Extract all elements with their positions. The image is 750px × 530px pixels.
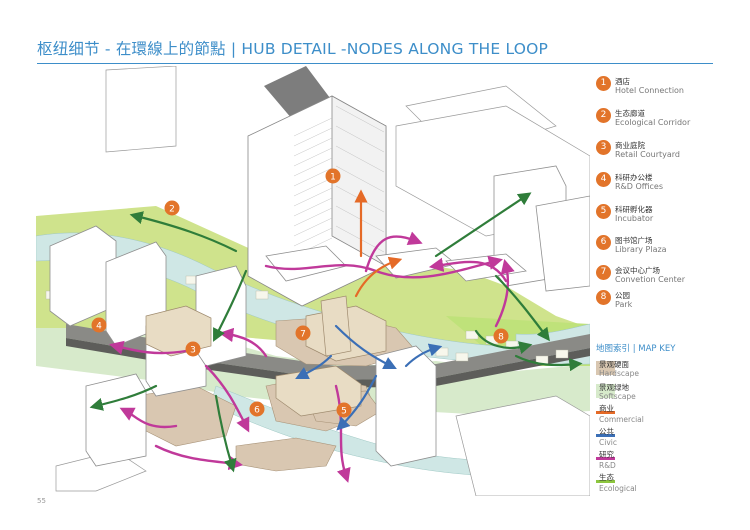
legend-cn: 会议中心广场 xyxy=(615,266,660,275)
legend-marker: 1 xyxy=(596,76,611,91)
key-en: R&D xyxy=(599,461,616,470)
key-en: Hardscape xyxy=(599,369,639,378)
ecological-routes xyxy=(89,192,583,473)
key-cn: 商业 xyxy=(599,404,614,413)
svg-text:8: 8 xyxy=(498,333,504,343)
key-en: Ecological xyxy=(599,484,637,493)
legend-en: R&D Offices xyxy=(615,182,664,191)
legend-cn: 酒店 xyxy=(615,77,630,86)
key-ecological: 生态 Ecological xyxy=(596,473,736,508)
marker-5: 5 xyxy=(336,402,352,418)
marker-4: 4 xyxy=(91,317,107,333)
legend-cn: 科研孵化器 xyxy=(615,205,653,214)
commercial-line-icon xyxy=(596,411,615,414)
legend-en: Incubator xyxy=(615,214,654,223)
legend-cn: 科研办公楼 xyxy=(615,173,653,182)
key-cn: 公共 xyxy=(599,427,614,436)
svg-text:4: 4 xyxy=(96,322,102,332)
legend-marker: 8 xyxy=(596,290,611,305)
marker-2: 2 xyxy=(164,200,180,216)
ecological-line-icon xyxy=(596,480,615,483)
svg-text:3: 3 xyxy=(190,346,196,356)
svg-text:6: 6 xyxy=(254,406,260,416)
legend-en: Park xyxy=(615,300,633,309)
legend-marker: 6 xyxy=(596,235,611,250)
key-cn: 生态 xyxy=(599,473,614,482)
elevated-rail xyxy=(66,324,590,388)
legend-cn: 商业庭院 xyxy=(615,141,645,150)
commercial-routes xyxy=(354,189,403,298)
key-hardscape: 景观硬面 Hardscape xyxy=(596,359,736,393)
softscape-swatch-icon xyxy=(596,384,615,398)
svg-text:2: 2 xyxy=(169,205,175,215)
legend-en: Retail Courtyard xyxy=(615,150,680,159)
key-cn: 景观硬面 xyxy=(599,360,629,369)
legend-cn: 图书馆广场 xyxy=(615,236,653,245)
hardscape-swatch-icon xyxy=(596,361,615,375)
key-commercial: 商业 Commercial xyxy=(596,404,736,439)
map-key-title: 地图索引 | MAP KEY xyxy=(596,344,676,354)
svg-text:7: 7 xyxy=(300,330,306,340)
title-divider xyxy=(37,63,713,64)
hub-axonometric-diagram: 1 2 3 4 5 6 7 8 xyxy=(36,66,590,496)
legend-en: Library Plaza xyxy=(615,245,667,254)
legend-marker: 7 xyxy=(596,265,611,280)
key-en: Civic xyxy=(599,438,617,447)
key-civic: 公共 Civic xyxy=(596,427,736,462)
page-title: 枢纽细节 - 在環線上的節點 | HUB DETAIL -NODES ALONG… xyxy=(37,40,549,58)
hotel-tower xyxy=(247,95,387,307)
svg-text:1: 1 xyxy=(330,173,336,183)
legend-marker: 2 xyxy=(596,108,611,123)
legend-marker: 3 xyxy=(596,140,611,155)
svg-text:5: 5 xyxy=(341,407,347,417)
legend-en: Ecological Corridor xyxy=(615,118,691,127)
legend-en: Convetion Center xyxy=(615,275,685,284)
key-en: Softscape xyxy=(599,392,636,401)
civic-routes xyxy=(295,324,443,431)
legend-marker: 5 xyxy=(596,204,611,219)
legend-marker: 4 xyxy=(596,172,611,187)
page-number: 55 xyxy=(37,497,46,505)
key-softscape: 景观绿地 Softscape xyxy=(596,382,736,416)
key-cn: 研究 xyxy=(599,450,614,459)
marker-7: 7 xyxy=(295,325,311,341)
legend-cn: 生态廊道 xyxy=(615,109,645,118)
rd-line-icon xyxy=(596,457,615,460)
legend-en: Hotel Connection xyxy=(615,86,684,95)
key-cn: 景观绿地 xyxy=(599,383,629,392)
marker-1: 1 xyxy=(325,168,341,184)
key-rd: 研究 R&D xyxy=(596,450,736,485)
key-en: Commercial xyxy=(599,415,644,424)
marker-8: 8 xyxy=(493,328,509,344)
legend-cn: 公园 xyxy=(615,291,630,300)
civic-line-icon xyxy=(596,434,615,437)
marker-6: 6 xyxy=(249,401,265,417)
marker-3: 3 xyxy=(185,341,201,357)
